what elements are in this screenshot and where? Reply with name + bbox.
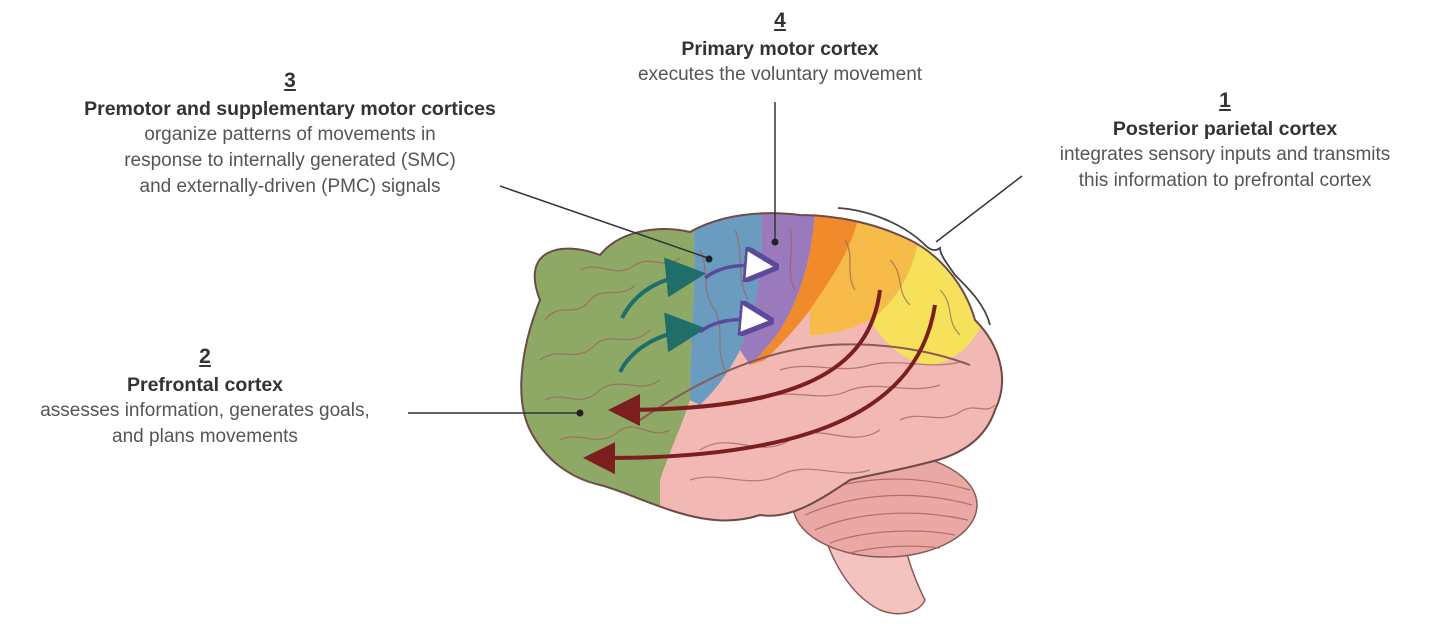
label-title: Prefrontal cortex — [126, 374, 284, 396]
leader-line-premotor — [499, 185, 709, 259]
label-description: integrates sensory inputs and transmits … — [1059, 144, 1391, 191]
label-number: 4 — [774, 9, 786, 32]
parietal-orange-region — [810, 213, 920, 335]
label-prefrontal-cortex: 2 Prefrontal cortex assesses information… — [0, 344, 410, 450]
label-description: organize patterns of movements in respon… — [124, 124, 456, 197]
label-description: assesses information, generates goals, a… — [40, 400, 370, 447]
label-title: Posterior parietal cortex — [1112, 118, 1338, 140]
arrow-parietal-to-prefrontal-upper — [608, 289, 882, 426]
label-title: Premotor and supplementary motor cortice… — [84, 98, 496, 120]
arrow-prefrontal-to-premotor-upper — [620, 257, 706, 319]
leader-dot-premotor — [705, 255, 713, 263]
leader-line-posterior-parietal — [935, 175, 1023, 243]
arrow-premotor-to-motor-upper — [703, 265, 765, 278]
arrow-prefrontal-to-premotor-lower — [618, 312, 706, 373]
arrow-premotor-to-motor-lower — [698, 319, 760, 332]
label-number: 2 — [199, 345, 211, 368]
label-number: 3 — [284, 69, 296, 92]
label-premotor-supplementary-cortices: 3 Premotor and supplementary motor corti… — [20, 68, 560, 200]
arrow-parietal-to-prefrontal-lower — [583, 304, 937, 475]
leader-dot-prefrontal — [576, 409, 584, 417]
label-title: Primary motor cortex — [681, 38, 879, 60]
label-description: executes the voluntary movement — [637, 64, 923, 85]
prefrontal-region — [521, 213, 695, 521]
label-primary-motor-cortex: 4 Primary motor cortex executes the volu… — [560, 8, 1000, 88]
label-posterior-parietal-cortex: 1 Posterior parietal cortex integrates s… — [1010, 88, 1440, 194]
label-number: 1 — [1219, 89, 1231, 112]
somatosensory-region — [750, 213, 860, 365]
leader-dot-primary-motor — [771, 238, 779, 246]
parietal-bracket — [837, 207, 991, 326]
